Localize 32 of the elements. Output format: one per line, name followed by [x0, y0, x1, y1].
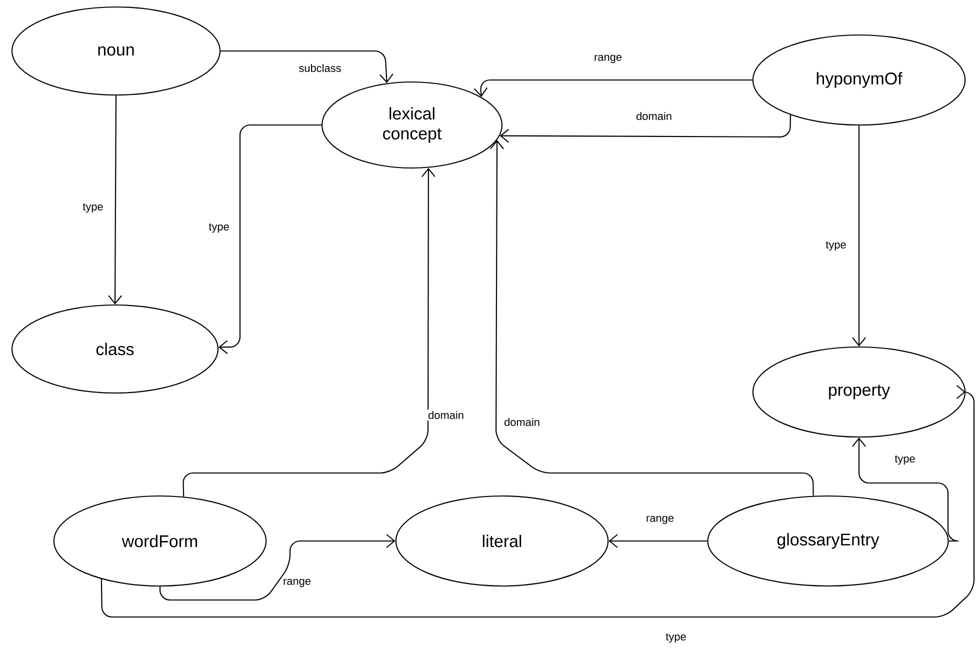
- edge-label: range: [592, 53, 624, 65]
- arrow: [100, 385, 975, 618]
- edge-label: subclass: [297, 62, 343, 74]
- ellipse-node: hyponymOf: [752, 34, 966, 126]
- edge-label: type: [893, 454, 917, 466]
- arrow: [852, 438, 959, 542]
- edge-label: type: [664, 632, 688, 644]
- arrow: [490, 140, 814, 496]
- ellipse-node: wordForm: [53, 495, 267, 587]
- ellipse-node: class: [11, 304, 219, 394]
- edge-label: type: [81, 202, 105, 214]
- arrow: [218, 124, 322, 354]
- arrow: [220, 50, 394, 84]
- ellipse-node: lexical concept: [321, 81, 503, 169]
- ellipse-node: literal: [395, 495, 609, 587]
- ellipse-node: glossaryEntry: [707, 495, 949, 587]
- edge-label: domain: [634, 110, 674, 122]
- arrow: [608, 534, 708, 548]
- arrow: [500, 114, 792, 143]
- arrow: [108, 96, 122, 304]
- arrow: [474, 79, 752, 97]
- edge-label: domain: [426, 409, 466, 421]
- arrow: [182, 168, 436, 497]
- edge-label: range: [644, 514, 676, 526]
- arrow: [159, 534, 396, 601]
- arrow: [852, 126, 866, 346]
- edge-label: domain: [502, 416, 542, 428]
- edge-label: range: [282, 577, 313, 589]
- ellipse-node: noun: [11, 6, 221, 96]
- ellipse-node: property: [752, 346, 966, 438]
- edge-label: type: [824, 240, 848, 252]
- edge-label: type: [207, 222, 231, 234]
